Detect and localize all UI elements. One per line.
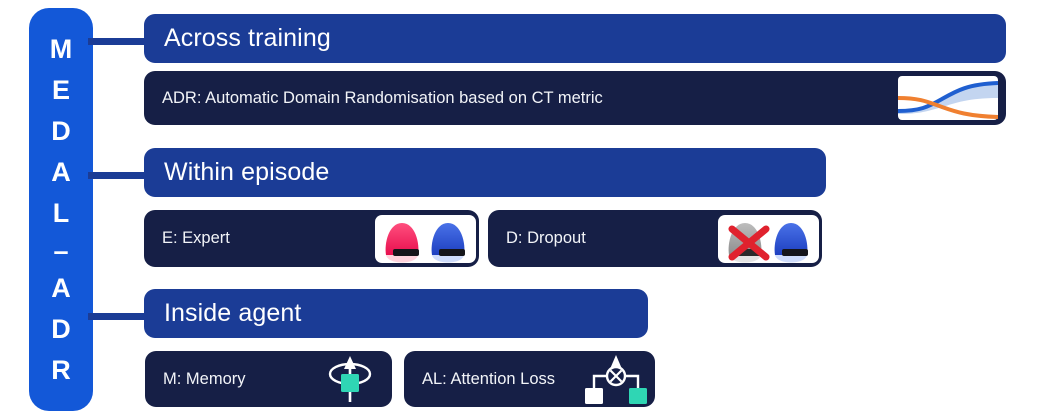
memory-recurrence-arrow-icon xyxy=(322,352,378,406)
sigmoid-curves-chart-icon xyxy=(898,76,998,120)
icon-plate xyxy=(375,215,476,263)
item-card-label: E: Expert xyxy=(162,229,230,247)
attention-node-squares-icon xyxy=(582,352,650,406)
spine-letter-1: E xyxy=(51,74,70,105)
icon-plate xyxy=(898,76,998,120)
spine-letter-2: D xyxy=(51,115,71,146)
spine-letter-4: L xyxy=(52,197,70,228)
connector-line-within-episode xyxy=(88,172,146,179)
section-header-label: Across training xyxy=(164,24,331,52)
item-card-label: D: Dropout xyxy=(506,229,586,247)
spine-letter-7: D xyxy=(51,313,71,344)
two-agents-pink-blue-icon xyxy=(375,215,476,263)
item-card-label: AL: Attention Loss xyxy=(422,369,556,388)
connector-line-inside-agent xyxy=(88,313,146,320)
item-card-adr: ADR: Automatic Domain Randomisation base… xyxy=(144,71,1006,125)
item-card-label: ADR: Automatic Domain Randomisation base… xyxy=(162,88,603,107)
section-header-within-episode: Within episode xyxy=(144,148,826,197)
spine-letter-3: A xyxy=(51,156,71,187)
section-header-label: Inside agent xyxy=(164,299,302,327)
spine-letter-0: M xyxy=(49,33,73,64)
section-header-inside-agent: Inside agent xyxy=(144,289,648,338)
icon-plate xyxy=(718,215,819,263)
agent-crossed-out-plus-agent-icon xyxy=(718,215,819,263)
item-card-attention-loss: AL: Attention Loss xyxy=(404,351,655,407)
section-header-across-training: Across training xyxy=(144,14,1006,63)
item-card-label: M: Memory xyxy=(163,369,246,388)
section-header-label: Within episode xyxy=(164,158,330,186)
acronym-spine: M E D A L – A D R xyxy=(29,8,93,411)
spine-letter-6: A xyxy=(51,272,71,303)
spine-letter-5: – xyxy=(53,235,69,266)
connector-line-across-training xyxy=(88,38,146,45)
spine-letter-8: R xyxy=(51,354,71,385)
